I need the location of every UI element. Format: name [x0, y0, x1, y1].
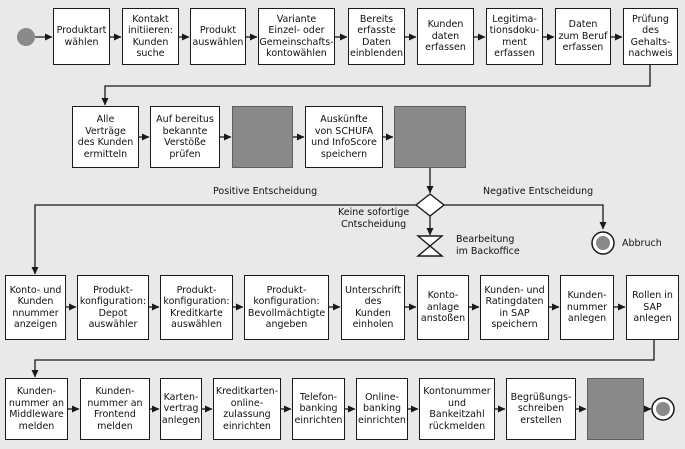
process-step: Prüfung des Gehalts- nachweis — [623, 8, 678, 65]
end-node-inner — [656, 402, 670, 416]
start-node — [17, 28, 35, 46]
process-step: Telefon- banking einrichten — [292, 378, 345, 440]
decision-diamond — [414, 193, 446, 217]
process-step: Rollen in SAP anlegen — [626, 275, 679, 340]
placeholder-step — [587, 378, 644, 440]
process-step: Daten zum Beruf erfassen — [555, 8, 611, 65]
process-step: Konto- und Kunden nnummer anzeigen — [5, 275, 66, 340]
flow-arrow — [31, 204, 416, 275]
process-step: Kreditkarten- online- zulassung einricht… — [213, 378, 281, 440]
process-step: Auf bereitus bekannte Verstöße prüfen — [150, 106, 220, 168]
flow-arrow — [31, 340, 655, 378]
negative-decision-label: Negative Entscheidung — [483, 186, 594, 197]
abort-end-node-inner — [596, 236, 610, 250]
no-immediate-decision-label: Keine sofortige Cntscheidung — [338, 207, 410, 230]
process-step: Produkt- konfiguration: Kreditkarte ausw… — [160, 275, 233, 340]
process-step: Produkt- konfiguration: Depot auswähler — [77, 275, 149, 340]
abort-label: Abbruch — [622, 238, 662, 249]
process-step: Variante Einzel- oder Gemeinschafts- kon… — [258, 8, 335, 65]
process-step: Konto- anlage anstoßen — [417, 275, 469, 340]
placeholder-step — [232, 106, 293, 168]
process-step: Unterschrift des Kunden einholen — [341, 275, 405, 340]
process-step: Kunden- nummer an Middleware melden — [5, 378, 68, 440]
process-step: Kunden daten erfassen — [417, 8, 474, 65]
process-step: Online- banking einrichten — [356, 378, 408, 440]
process-step: Legitima- tionsdoku- ment erfassen — [486, 8, 543, 65]
process-step: Produktart wählen — [53, 8, 110, 65]
positive-decision-label: Positive Entscheidung — [213, 186, 318, 197]
wait-hourglass — [416, 235, 444, 257]
process-step: Kontakt initiieren: Kunden suche — [122, 8, 179, 65]
process-step: Kunden- nummer an Frontend melden — [80, 378, 150, 440]
placeholder-step — [394, 106, 466, 168]
process-step: Begrüßungs- schreiben erstellen — [506, 378, 576, 440]
backoffice-label: Bearbeitung im Backoffice — [456, 234, 520, 257]
process-step: Bereits erfasste Daten einblenden — [348, 8, 405, 65]
process-step: Kunden- und Ratingdaten in SAP speichern — [480, 275, 549, 340]
process-step: Kunden- nummer anlegen — [560, 275, 614, 340]
process-step: Produkt- konfiguration: Bevollmächtigte … — [244, 275, 329, 340]
process-step: Auskünfte von SCHUFA und InfoScore speic… — [305, 106, 383, 168]
process-step: Kontonummer und Bankeitzahl rückmelden — [419, 378, 495, 440]
flow-arrow — [101, 65, 651, 106]
process-step: Karten- vertrag anlegen — [160, 378, 202, 440]
process-step: Produkt auswählen — [190, 8, 246, 65]
process-step: Alle Verträge des Kunden ermitteln — [72, 106, 139, 168]
flow-arrow — [444, 204, 607, 230]
